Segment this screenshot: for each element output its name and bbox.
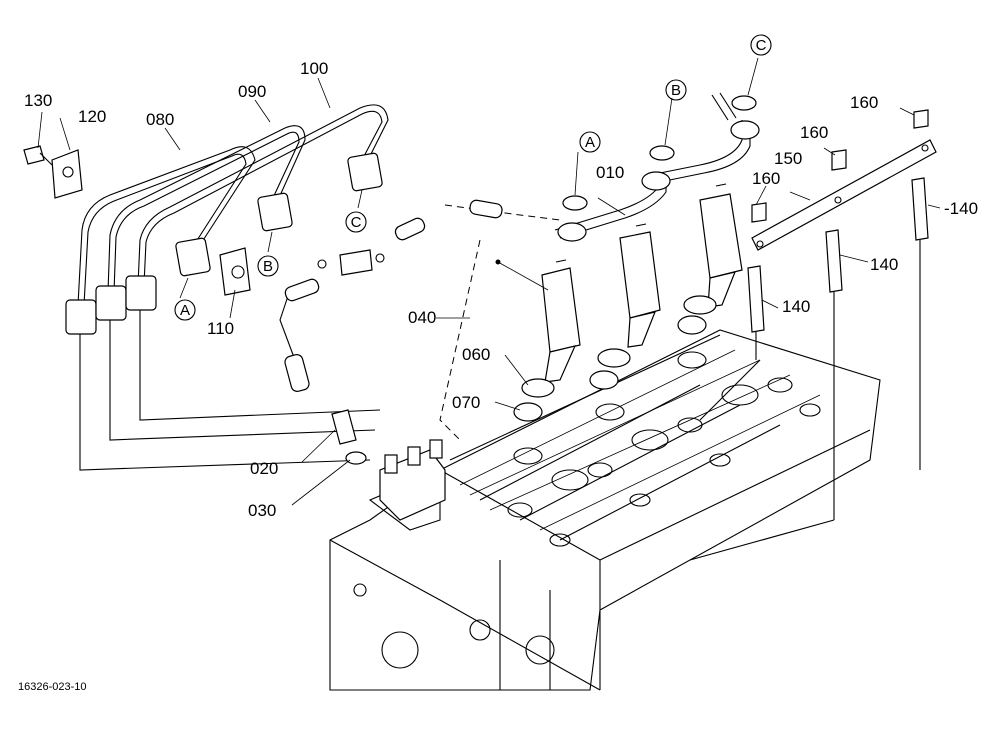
- label-010: 010: [596, 163, 624, 182]
- injection-pipes: [65, 104, 389, 471]
- part-labels: 010 020 030 040 060 070 080 090 100 110 …: [24, 59, 978, 520]
- label-110: 110: [207, 319, 234, 338]
- label-140-c: -140: [944, 199, 978, 218]
- label-120: 120: [78, 107, 106, 126]
- label-070: 070: [452, 393, 480, 412]
- label-140-b: 140: [870, 255, 898, 274]
- ref-c-lower: C: [351, 214, 362, 231]
- label-130: 130: [24, 91, 52, 110]
- pipe-clamps: [23, 145, 251, 296]
- label-040: 040: [408, 308, 436, 327]
- cylinder-head: [329, 329, 881, 691]
- ref-c-upper: C: [756, 37, 767, 54]
- label-030: 030: [248, 501, 276, 520]
- washers: [513, 95, 757, 422]
- label-160-c: 160: [850, 93, 878, 112]
- injection-nozzles: [541, 183, 743, 383]
- label-160-a: 160: [800, 123, 828, 142]
- injection-pump-outlets: [379, 439, 446, 521]
- label-100: 100: [300, 59, 328, 78]
- connector-references: A B C A B C: [174, 34, 772, 321]
- label-060: 060: [462, 345, 490, 364]
- label-080: 080: [146, 110, 174, 129]
- ref-a-upper: A: [585, 134, 595, 151]
- leak-off-pipe: [279, 199, 561, 465]
- label-160-b: 160: [752, 169, 780, 188]
- drawing-number: 16326-023-10: [18, 681, 87, 693]
- pipe-010: [554, 92, 760, 242]
- label-140-a: 140: [782, 297, 810, 316]
- leader-lines: [37, 57, 941, 506]
- ref-b-lower: B: [263, 258, 273, 275]
- label-020: 020: [250, 459, 278, 478]
- glow-plugs: [689, 109, 937, 561]
- label-150: 150: [774, 149, 802, 168]
- ref-a-lower: A: [180, 302, 190, 319]
- label-090: 090: [238, 82, 266, 101]
- ref-b-upper: B: [671, 82, 681, 99]
